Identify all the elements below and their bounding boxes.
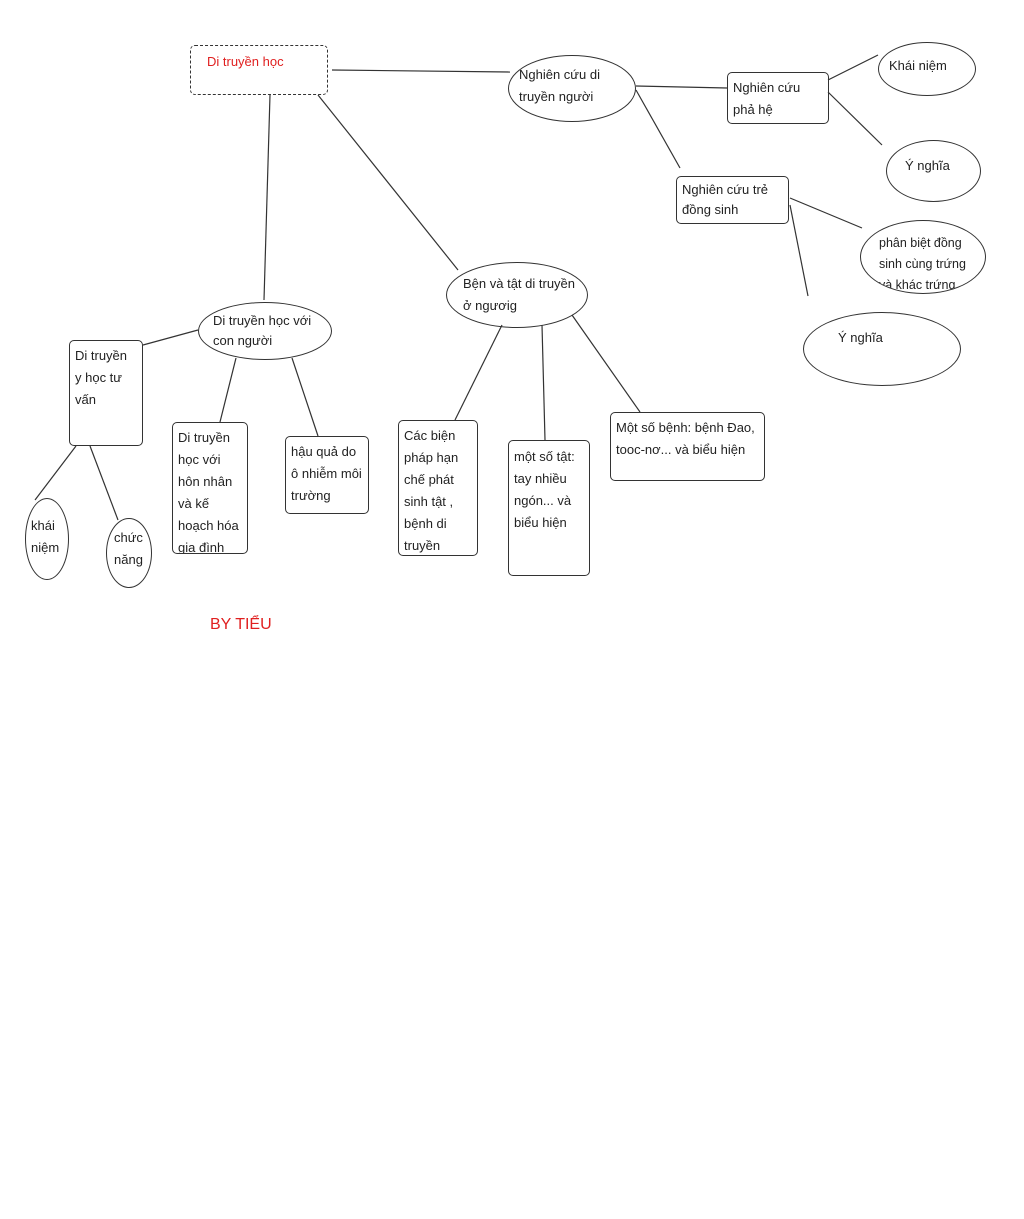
connector [291,357,319,437]
twins-meaning-node: Ý nghĩa [803,312,961,386]
connector [142,329,199,346]
counseling-function-label: chức năng [114,530,143,567]
counseling-concept-label: khái niệm [31,518,60,555]
connector [635,89,681,169]
measures-label: Các biện pháp hạn chế phát sinh tật , bệ… [404,428,459,553]
twins-meaning-label: Ý nghĩa [838,330,883,345]
disease-node: Bện và tật di truyền ở ngươig [446,262,588,328]
counseling-node: Di truyền y học tư vấn [69,340,143,446]
connector [635,85,728,89]
pedigree-label: Nghiên cứu phả hệ [733,80,801,117]
marriage-node: Di truyền học với hôn nhân và kế hoạch h… [172,422,248,554]
research-node: Nghiên cứu di truyền người [508,55,636,122]
counseling-function-node: chức năng [106,518,152,588]
root-label: Di truyền học [207,54,284,69]
connector [789,204,809,297]
pedigree-node: Nghiên cứu phả hệ [727,72,829,124]
counseling-label: Di truyền y học tư vấn [75,348,128,407]
twins-label: Nghiên cứu trẻ đồng sinh [682,182,769,217]
connector [89,445,119,521]
connector [219,357,237,423]
connector [454,324,503,421]
pollution-label: hậu quả do ô nhiễm môi trường [291,444,362,503]
defects-node: một số tật: tay nhiều ngón... và biểu hi… [508,440,590,576]
connector [34,445,77,501]
defects-label: một số tật: tay nhiều ngón... và biểu hi… [514,449,575,530]
connector [263,94,271,301]
diseases-node: Một số bệnh: bệnh Đao, tooc-nơ... và biể… [610,412,765,481]
connector [789,197,863,229]
pedigree-meaning-label: Ý nghĩa [905,158,950,173]
connector [571,314,641,413]
pollution-node: hậu quả do ô nhiễm môi trường [285,436,369,514]
connector [331,69,511,73]
counseling-concept-node: khái niệm [25,498,69,580]
twins-distinguish-node: phân biệt đồng sinh cùng trứng và khác t… [860,220,986,294]
author-signature: BY TIỂU [210,616,272,633]
connector [827,54,879,81]
connector [317,94,459,271]
research-label: Nghiên cứu di truyền người [519,67,600,104]
twins-node: Nghiên cứu trẻ đồng sinh [676,176,789,224]
pedigree-meaning-node: Ý nghĩa [886,140,981,202]
human-node: Di truyền học với con người [198,302,332,360]
measures-node: Các biện pháp hạn chế phát sinh tật , bệ… [398,420,478,556]
human-label: Di truyền học với con người [213,313,312,348]
disease-label: Bện và tật di truyền ở ngươig [463,276,576,313]
root-node: Di truyền học [190,45,328,95]
marriage-label: Di truyền học với hôn nhân và kế hoạch h… [178,430,239,554]
pedigree-concept-label: Khái niệm [889,58,947,73]
connector [827,91,883,146]
twins-distinguish-label: phân biệt đồng sinh cùng trứng và khác t… [879,236,966,292]
connector [541,324,546,441]
diseases-label: Một số bệnh: bệnh Đao, tooc-nơ... và biể… [616,420,755,457]
pedigree-concept-node: Khái niệm [878,42,976,96]
